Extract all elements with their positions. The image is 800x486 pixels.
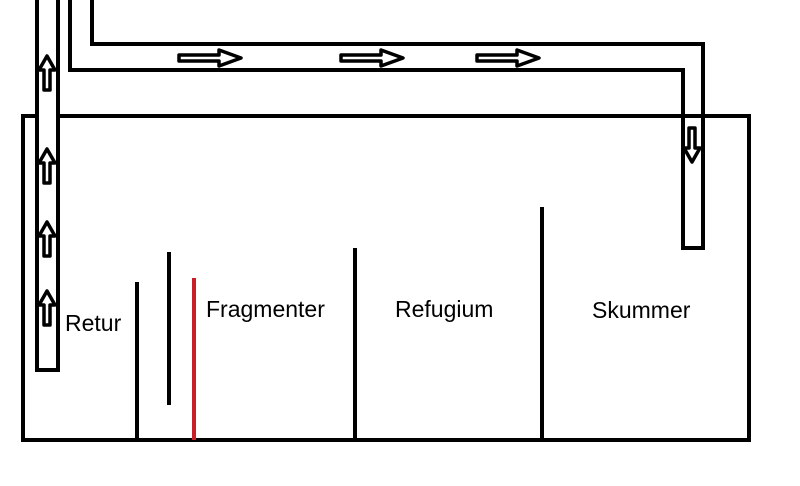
flow-arrow-right-icon <box>475 48 541 68</box>
return-pipe <box>35 0 60 372</box>
flow-arrow-down-icon <box>682 126 702 164</box>
sump-tank <box>21 114 751 442</box>
label-return: Retur <box>65 310 122 336</box>
flow-arrow-right-icon <box>339 48 405 68</box>
label-refugium: Refugium <box>395 296 493 322</box>
label-skimmer: Skummer <box>592 297 691 323</box>
overflow-pipe-inner-wall <box>68 0 705 250</box>
flow-arrow-right-icon <box>177 48 243 68</box>
label-fragments: Fragmenter <box>206 296 325 322</box>
